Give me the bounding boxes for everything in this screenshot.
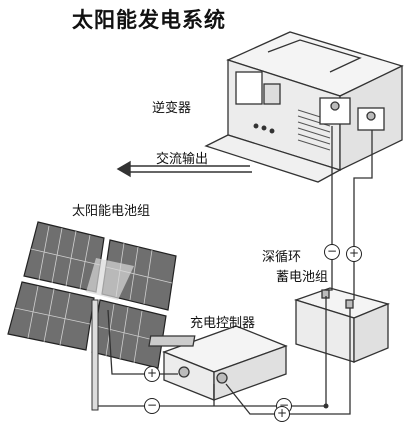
ac-output-label: 交流输出 bbox=[156, 152, 209, 167]
wire-junction bbox=[323, 403, 329, 409]
solar-panel-pole bbox=[91, 299, 99, 411]
battery-unit bbox=[293, 287, 391, 363]
inverter-led-1 bbox=[253, 123, 259, 129]
charge-controller-label: 充电控制器 bbox=[190, 316, 256, 331]
inverter-front-panel bbox=[235, 71, 263, 105]
controller-terminal-1 bbox=[178, 366, 190, 378]
inverter-led-2 bbox=[261, 125, 267, 131]
battery-label-line2: 蓄电池组 bbox=[276, 270, 329, 285]
wire-inverter-pos bbox=[353, 130, 373, 300]
inverter-flange bbox=[204, 134, 342, 183]
inverter-led-3 bbox=[269, 128, 275, 134]
diagram-title: 太阳能发电系统 bbox=[72, 8, 226, 32]
inverter-negative-symbol: − bbox=[324, 244, 340, 260]
panel-positive-symbol: + bbox=[144, 366, 160, 382]
inverter-unit bbox=[204, 31, 404, 183]
ac-output-arrow bbox=[116, 160, 252, 178]
battery-positive-symbol: + bbox=[274, 406, 290, 422]
inverter-meter bbox=[263, 83, 281, 105]
battery-terminal-pos bbox=[345, 299, 354, 309]
inverter-label: 逆变器 bbox=[152, 101, 192, 116]
panel-negative-symbol: − bbox=[144, 398, 160, 414]
inverter-positive-symbol: + bbox=[346, 246, 362, 262]
charge-controller-unit bbox=[148, 325, 288, 401]
wire-battery-pos bbox=[225, 308, 351, 415]
battery-label-line1: 深循环 bbox=[262, 250, 302, 265]
solar-panel-label: 太阳能电池组 bbox=[72, 204, 151, 219]
controller-display bbox=[148, 335, 196, 347]
controller-terminal-2 bbox=[216, 372, 228, 384]
wire-inverter-neg bbox=[326, 126, 333, 291]
solar-panel-glare bbox=[86, 258, 134, 300]
battery-side bbox=[353, 303, 389, 363]
inverter-handle bbox=[267, 39, 362, 73]
